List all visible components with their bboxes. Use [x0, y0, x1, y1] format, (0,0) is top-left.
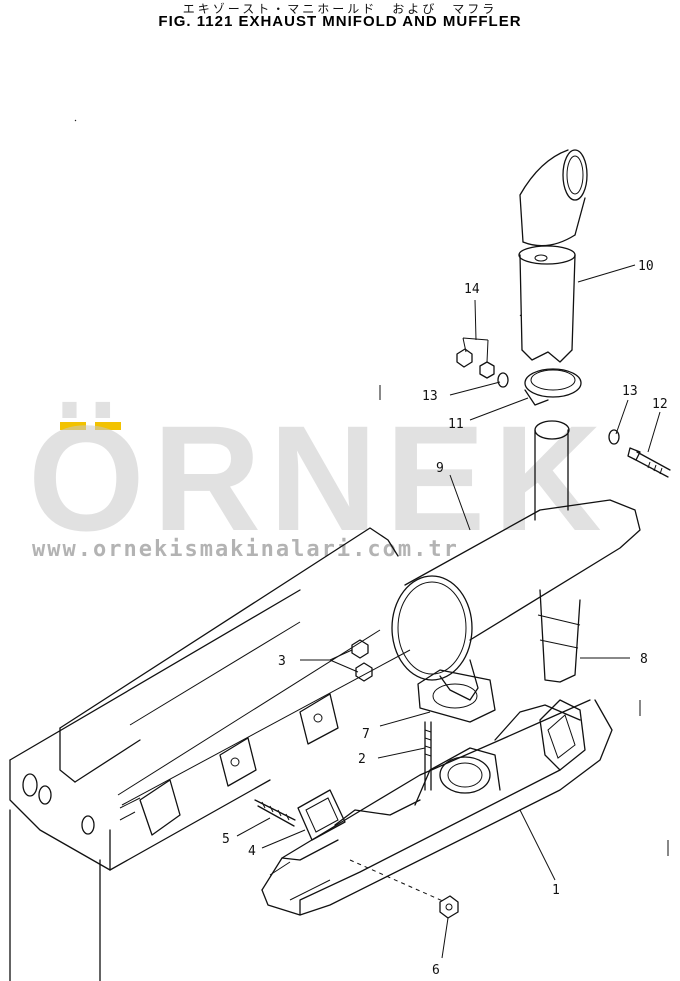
- title-japanese: エキゾースト・マニホールド および マフラ: [182, 2, 498, 16]
- exhaust-manifold: [261, 699, 613, 916]
- stray-marks: [74, 119, 669, 856]
- nuts-part-14: [456, 337, 495, 379]
- bolt-part-12: [627, 447, 671, 478]
- clamp-part-11: [524, 368, 582, 406]
- callout-13-right: 13: [622, 384, 638, 399]
- watermark-brand: ÖRNEK: [28, 394, 610, 562]
- callout-14: 14: [464, 282, 480, 297]
- gasket-part-4: [297, 789, 346, 841]
- callout-5: 5: [222, 832, 230, 847]
- watermark-umlaut-right: [95, 422, 121, 430]
- nut-part-6: [349, 859, 459, 919]
- stud-part-2: [424, 721, 432, 791]
- callout-2: 2: [358, 752, 366, 767]
- callout-9: 9: [436, 461, 444, 476]
- watermark-url: www.ornekismakinalari.com.tr: [32, 537, 459, 562]
- callout-3: 3: [278, 654, 286, 669]
- nuts-part-3: [351, 639, 373, 682]
- callout-1: 1: [552, 883, 560, 898]
- washer-part-13-left: [497, 372, 509, 388]
- tail-pipe-part-10: [518, 149, 588, 363]
- callout-12: 12: [652, 397, 668, 412]
- watermark-umlaut-left: [60, 422, 86, 430]
- callout-6: 6: [432, 963, 440, 978]
- callout-10: 10: [638, 259, 654, 274]
- cylinder-head: [9, 527, 411, 981]
- figure-title: FIG. 1121 EXHAUST MNIFOLD AND MUFFLER: [158, 13, 522, 30]
- washer-part-13-right: [608, 429, 620, 445]
- callout-7: 7: [362, 727, 370, 742]
- muffler: [391, 420, 641, 701]
- callout-8: 8: [640, 652, 648, 667]
- stud-part-5: [254, 799, 296, 827]
- leader-lines: [236, 264, 661, 959]
- callout-labels: 1 2 3 4 5 6 7 8 9 10 11 12 13 13 14: [222, 259, 668, 978]
- callout-4: 4: [248, 844, 256, 859]
- watermark: ÖRNEK www.ornekismakinalari.com.tr: [28, 394, 610, 562]
- callout-11: 11: [448, 417, 464, 432]
- gasket-part-7: [417, 669, 496, 723]
- callout-13-left: 13: [422, 389, 438, 404]
